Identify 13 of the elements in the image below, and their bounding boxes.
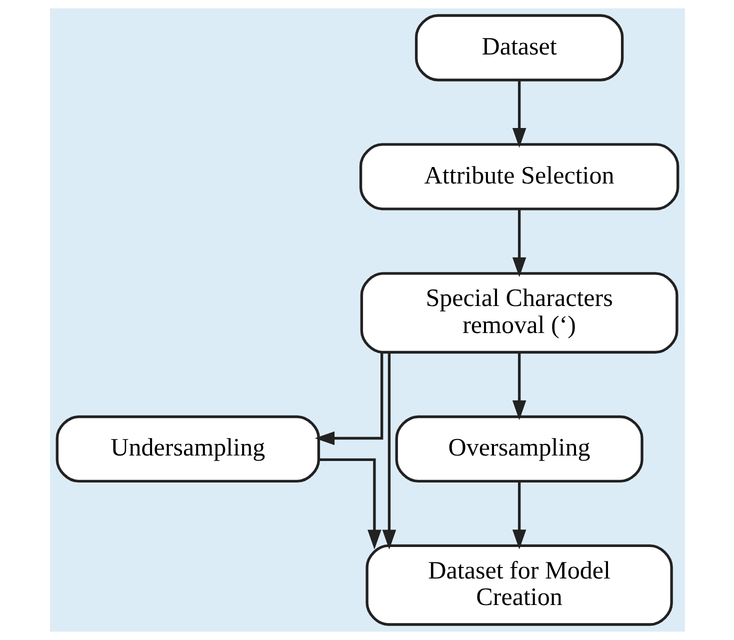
arrow	[382, 352, 396, 550]
arrow	[318, 458, 381, 550]
arrow	[512, 208, 526, 278]
arrow	[314, 352, 383, 446]
node-box: Attribute Selection	[358, 143, 679, 210]
arrow	[512, 352, 526, 420]
node-box: Dataset	[414, 14, 624, 82]
node-box: Dataset for Model Creation	[365, 544, 672, 626]
node-box: Undersampling	[55, 415, 320, 483]
node-box: Oversampling	[394, 415, 643, 483]
arrow	[512, 80, 526, 148]
arrow	[512, 481, 526, 550]
node-box: Special Characters removal (‘)	[360, 272, 678, 354]
